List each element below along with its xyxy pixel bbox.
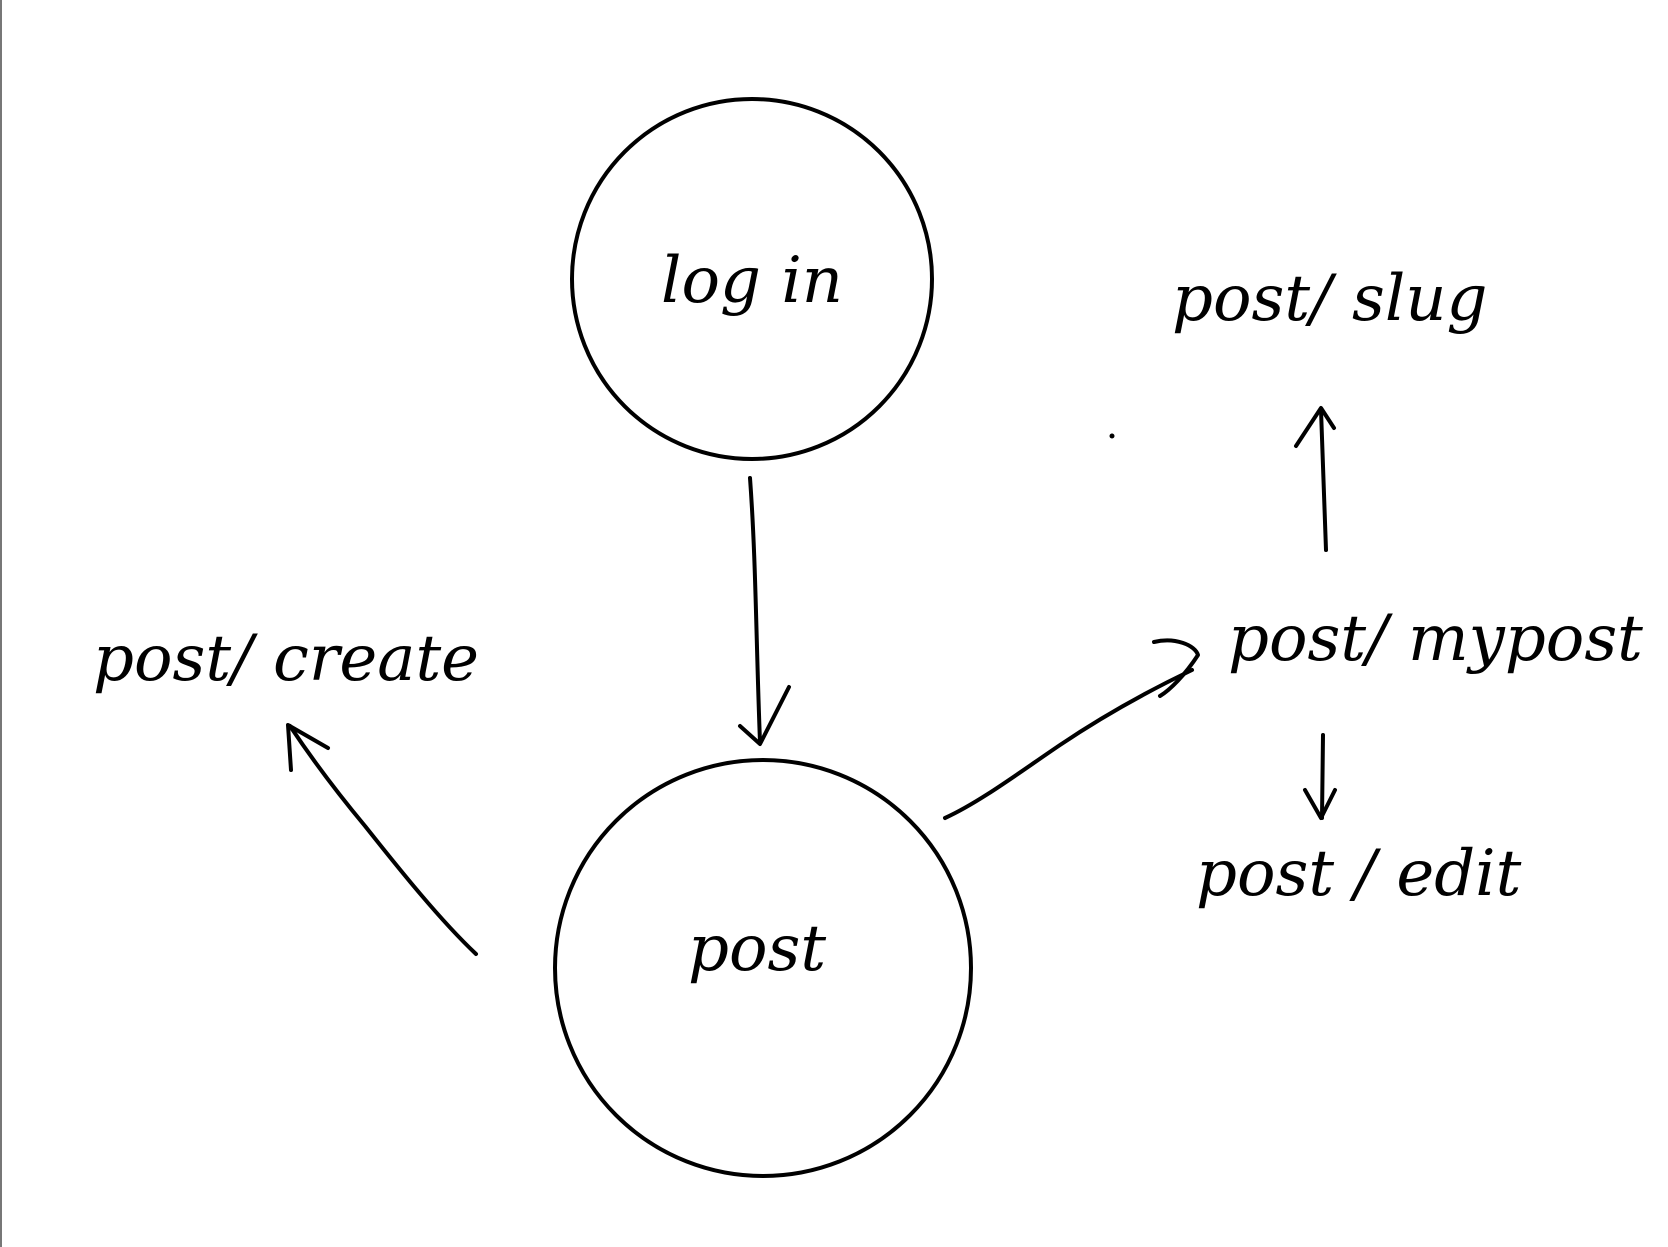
arrow-post-to-mypost-shaft (943, 668, 1194, 820)
arrow-mypost-to-slug-head (1294, 406, 1336, 448)
arrow-login-to-post-shaft (748, 476, 762, 744)
arrow-post-to-mypost-head (1152, 638, 1200, 698)
arrow-mypost-to-edit-head (1303, 788, 1337, 820)
node-login-label: log in (661, 244, 843, 318)
arrow-mypost-to-edit (1303, 733, 1337, 820)
arrow-login-to-post-head (738, 685, 791, 746)
arrow-login-to-post (738, 476, 791, 746)
route-label-post-edit: post / edit (1196, 837, 1522, 911)
node-login: log in (570, 97, 934, 461)
arrow-mypost-to-slug (1294, 406, 1336, 552)
arrow-post-to-create (286, 723, 478, 956)
node-login-circle (570, 97, 934, 461)
arrow-post-to-create-head (286, 723, 330, 772)
node-post: post (553, 758, 973, 1178)
route-label-post-create: post/ create (93, 622, 479, 696)
arrow-mypost-to-slug-shaft (1319, 408, 1328, 552)
arrow-mypost-to-edit-shaft (1320, 733, 1325, 820)
route-label-post-slug: post/ slug (1172, 262, 1487, 336)
page-edge-divider (0, 0, 2, 1247)
stray-ink-dot (1109, 433, 1115, 439)
route-label-post-mypost: post/ mypost (1228, 602, 1643, 676)
arrow-post-to-create-shaft (288, 724, 478, 956)
arrow-post-to-mypost (943, 638, 1200, 820)
node-post-circle (553, 758, 973, 1178)
node-post-label: post (688, 912, 826, 986)
